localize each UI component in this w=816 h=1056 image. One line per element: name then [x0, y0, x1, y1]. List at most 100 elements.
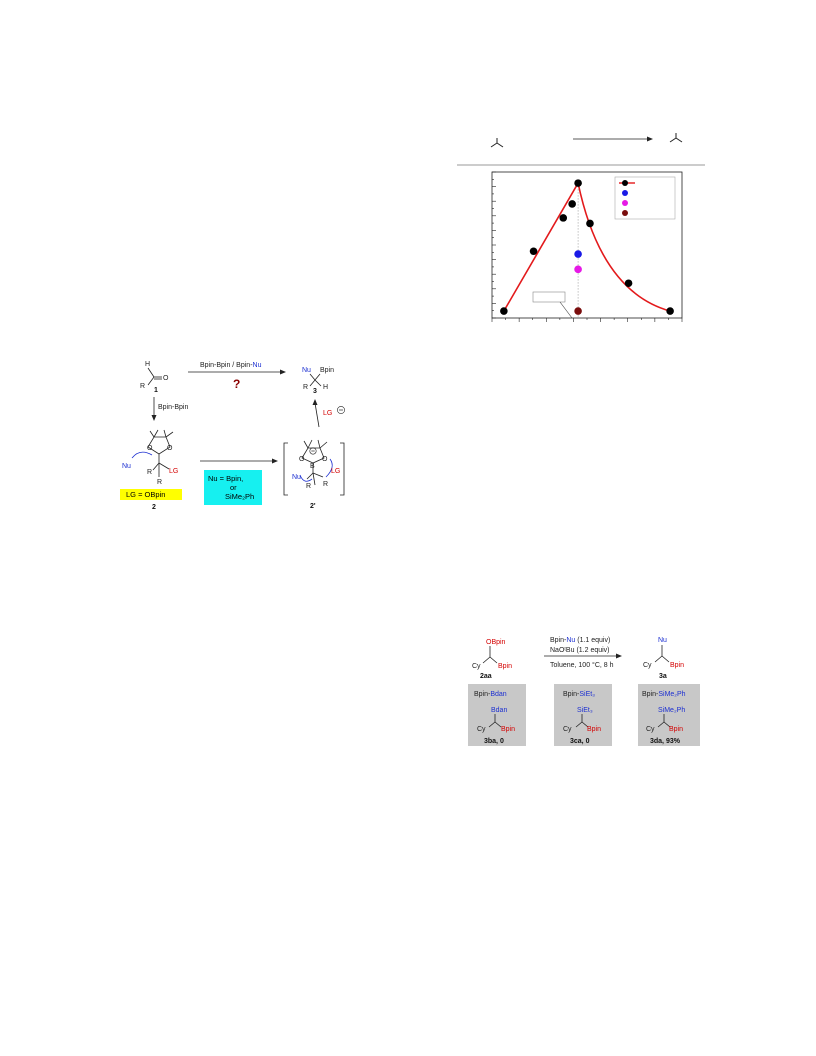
header-arrow — [573, 136, 653, 142]
intermediate-o-left: O — [299, 456, 305, 463]
nu-definition-line1: Nu = Bpin, — [208, 474, 243, 483]
compound-2-o-right: O — [167, 445, 173, 452]
lg-definition: LG = OBpin — [126, 490, 165, 499]
product-nu: Nu — [302, 367, 311, 374]
variant-box-2: Bpin-SiEt₃ SiEt₃ Cy Bpin 3ca, 0 — [554, 684, 612, 746]
legend-marker-black — [622, 180, 628, 186]
variant-1-cy: Cy — [477, 726, 486, 733]
aldehyde-h: H — [145, 361, 150, 368]
data-point-series-1-4 — [568, 200, 576, 208]
legend-marker-magenta — [622, 200, 628, 206]
prod-nu: Nu — [658, 637, 667, 644]
variant-1-reagent: Bpin-Bdan — [474, 691, 507, 698]
reagent-line-2: NaOᵗBu (1.2 equiv) — [550, 647, 610, 654]
starting-material-2aa: OBpin Cy Bpin 2aa — [472, 639, 512, 680]
sm-cy: Cy — [472, 663, 481, 670]
compound-1-label: 1 — [154, 387, 158, 394]
intermediate-nu: Nu — [292, 474, 301, 481]
sm-bpin: Bpin — [498, 663, 512, 670]
variant-box-3: Bpin-SiMe₂Ph SiMe₂Ph Cy Bpin 3da, 93% — [638, 684, 700, 746]
compound-2-lg: LG — [169, 468, 178, 475]
tripod-glyph-right — [669, 133, 683, 143]
reaction-conditions: Bpin-Nu (1.1 equiv) NaOᵗBu (1.2 equiv) T… — [544, 637, 622, 669]
legend-marker-darkred — [622, 210, 628, 216]
reagent-line-1: Bpin-Nu (1.1 equiv) — [550, 637, 610, 644]
data-point-series-1-5 — [574, 179, 582, 187]
down-arrow: Bpin-Bpin — [151, 397, 188, 421]
variant-1-bpin: Bpin — [501, 726, 515, 733]
sm-label: 2aa — [480, 673, 492, 680]
intermediate-r2: R — [323, 481, 328, 488]
compound-2-r1: R — [147, 469, 152, 476]
variant-2-label: 3ca, 0 — [570, 738, 590, 745]
compound-2-nu: Nu — [122, 463, 131, 470]
data-point-series-3-1 — [574, 265, 582, 274]
compound-2-r2: R — [157, 479, 162, 486]
product-h: H — [323, 384, 328, 391]
nu-definition-line3: SiMe₂Ph — [225, 492, 254, 501]
y-axis-ticks — [492, 171, 496, 319]
data-point-series-1-2 — [529, 247, 538, 256]
product-3a: Nu Cy Bpin 3a — [643, 637, 684, 680]
variant-3-label: 3da, 93% — [650, 738, 681, 745]
data-point-series-1-7 — [624, 279, 633, 288]
down-arrow-label: Bpin-Bpin — [158, 404, 188, 411]
callout-leader — [559, 301, 573, 319]
aldehyde-r: R — [140, 383, 145, 390]
scheme-1: H O R 1 Bpin-Bpin / Bpin-Nu ? Nu Bpin R … — [120, 361, 345, 511]
data-point-series-4-1 — [574, 307, 582, 315]
x-axis-ticks — [491, 318, 683, 322]
question-mark: ? — [233, 377, 240, 391]
data-point-series-1-3 — [559, 214, 568, 222]
prod-label: 3a — [659, 673, 667, 680]
data-point-series-1-8 — [666, 307, 674, 315]
variant-3-reagent: Bpin-SiMe₂Ph — [642, 691, 686, 698]
up-arrow-lg: LG — [312, 399, 345, 428]
chart-header-fragment — [457, 133, 705, 166]
arrow-label-top: Bpin-Bpin / Bpin-Nu — [200, 362, 262, 369]
plot-chart — [491, 171, 683, 322]
variant-2-cy: Cy — [563, 726, 572, 733]
variant-1-label: 3ba, 0 — [484, 738, 504, 745]
legend-marker-blue — [622, 190, 628, 196]
product-3: Nu Bpin R H 3 — [302, 367, 334, 395]
annotation-callout — [532, 291, 573, 319]
variant-3-bpin: Bpin — [669, 726, 683, 733]
intermediate-o-right: O — [322, 456, 328, 463]
compound-2prime-label: 2' — [310, 503, 316, 510]
sm-obpin: OBpin — [486, 639, 506, 646]
conditions-text: Toluene, 100 °C, 8 h — [550, 661, 614, 669]
tripod-glyph-left — [490, 138, 504, 148]
scheme-2: OBpin Cy Bpin 2aa Bpin-Nu (1.1 equiv) Na… — [468, 637, 700, 746]
compound-3-label: 3 — [313, 388, 317, 395]
cyan-highlight-box — [204, 470, 262, 505]
variant-2-reagent: Bpin-SiEt₃ — [563, 691, 595, 698]
variant-2-bpin: Bpin — [587, 726, 601, 733]
product-r: R — [303, 384, 308, 391]
data-points — [500, 179, 674, 315]
prod-bpin: Bpin — [670, 662, 684, 669]
data-point-series-1-1 — [500, 307, 508, 315]
compound-2-label: 2 — [152, 504, 156, 511]
legend — [614, 176, 676, 220]
variant-box-1: Bpin-Bdan Bdan Cy Bpin 3ba, 0 — [468, 684, 526, 746]
product-bpin: Bpin — [320, 367, 334, 374]
yellow-highlight-box — [120, 489, 182, 500]
variant-3-cy: Cy — [646, 726, 655, 733]
variant-1-nu: Bdan — [491, 707, 507, 714]
intermediate-2prime — [283, 439, 345, 496]
prod-cy: Cy — [643, 662, 652, 669]
compound-2 — [131, 429, 174, 477]
intermediate-lg: LG — [331, 468, 340, 475]
data-point-series-2-1 — [574, 250, 582, 258]
data-point-series-1-6 — [586, 219, 594, 228]
aldehyde-1: H O R 1 — [140, 361, 169, 394]
variant-2-nu: SiEt₃ — [577, 707, 593, 714]
intermediate-r1: R — [306, 483, 311, 490]
reaction-arrow-top: Bpin-Bpin / Bpin-Nu ? — [188, 362, 286, 391]
compound-2-o-left: O — [147, 445, 153, 452]
leaving-group-lg: LG — [323, 410, 332, 417]
nu-definition-line2: or — [230, 483, 237, 492]
variant-3-nu: SiMe₂Ph — [658, 707, 685, 714]
reaction-arrow-middle — [200, 458, 278, 464]
